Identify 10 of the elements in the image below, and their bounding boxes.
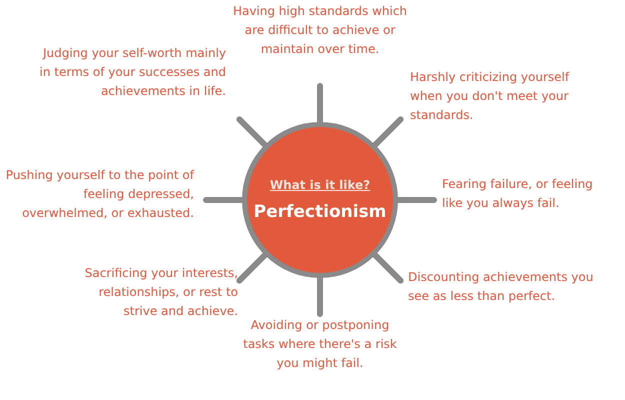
trait-text: Avoiding or postponing tasks where there's a risk you might fail. [242, 317, 398, 372]
trait-text: Having high standards which are difficult to achieve or maintain over time. [232, 3, 408, 58]
trait-text: Judging your self-worth mainly in terms of your successes and achievements in life. [38, 45, 226, 100]
subheading: What is it like? [270, 178, 370, 192]
heading: Perfectionism [254, 202, 386, 222]
trait-text: Harshly criticizing yourself when you don't meet your standards. [410, 69, 570, 124]
trait-text: Discounting achievements you see as less than perfect. [408, 269, 594, 305]
trait-text: Pushing yourself to the point of feeling depressed, overwhelmed, or exhausted. [4, 167, 194, 222]
trait-text: Fearing failure, or feeling like you always fail. [442, 176, 594, 212]
trait-text: Sacrificing your interests, relationships, or rest to strive and achieve. [84, 265, 238, 320]
